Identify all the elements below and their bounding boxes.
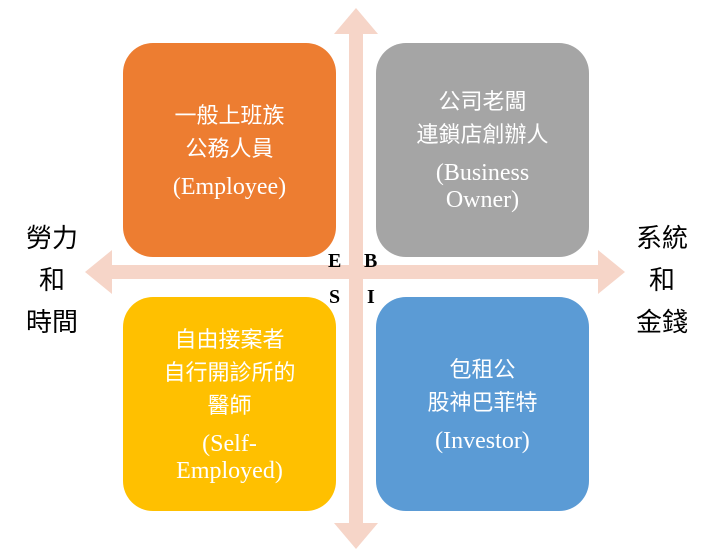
employee-en: (Employee)	[172, 173, 287, 200]
self-line-1: 自由接案者	[174, 327, 285, 353]
right-label: 系統 和 金錢	[622, 218, 702, 344]
self-line-2: 自行開診所的	[163, 360, 296, 386]
quadrant-investor: 包租公 股神巴菲特 (Investor)	[376, 297, 589, 511]
self-en: (Self-Employed)	[176, 430, 283, 484]
self-line-3: 醫師	[207, 393, 252, 419]
letter-e: E	[328, 250, 342, 272]
right-label-line-1: 系統	[635, 224, 688, 254]
left-label-line-1: 勞力	[25, 224, 78, 254]
business-en: (Business Owner)	[435, 160, 530, 213]
employee-line-2: 公務人員	[185, 136, 274, 162]
quadrant-business-owner: 公司老闆 連鎖店創辦人 (Business Owner)	[376, 43, 589, 257]
letter-b: B	[364, 250, 378, 272]
employee-line-1: 一般上班族	[174, 103, 285, 129]
right-label-line-3: 金錢	[635, 308, 688, 338]
investor-line-2: 股神巴菲特	[427, 390, 538, 416]
business-line-1: 公司老闆	[438, 90, 527, 115]
investor-line-1: 包租公	[449, 357, 516, 383]
letter-s: S	[329, 286, 341, 308]
business-line-2: 連鎖店創辦人	[416, 123, 549, 148]
left-label-line-3: 時間	[25, 308, 78, 338]
horizontal-axis-arrow	[85, 250, 625, 294]
right-label-line-2: 和	[648, 266, 675, 296]
quadrant-self-employed: 自由接案者 自行開診所的 醫師 (Self-Employed)	[123, 297, 336, 511]
left-label-line-2: 和	[38, 266, 65, 296]
investor-en: (Investor)	[435, 427, 530, 454]
quadrant-employee: 一般上班族 公務人員 (Employee)	[123, 43, 336, 257]
left-label: 勞力 和 時間	[12, 218, 92, 344]
letter-i: I	[367, 286, 375, 308]
